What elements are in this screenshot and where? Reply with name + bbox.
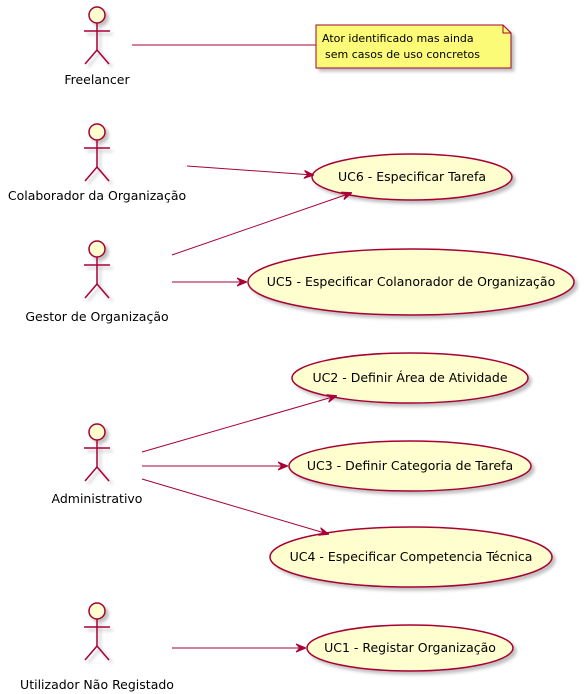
association-administrativo-uc4 bbox=[141, 478, 328, 534]
actor-label: Administrativo bbox=[52, 491, 143, 506]
actor-colaborador: Colaborador da Organização bbox=[8, 123, 186, 203]
note-line-2: sem casos de uso concretos bbox=[325, 48, 480, 61]
usecase-label: UC4 - Especificar Competencia Técnica bbox=[290, 549, 533, 564]
usecase-ellipse bbox=[269, 526, 553, 588]
usecase-uc5: UC5 - Especificar Colanorador de Organiz… bbox=[247, 248, 575, 316]
association-administrativo-uc2 bbox=[141, 396, 336, 453]
usecase-label: UC3 - Definir Categoria de Tarefa bbox=[307, 458, 513, 473]
association-gestor-uc6 bbox=[171, 193, 351, 256]
note: Ator identificado mas ainda sem casos de… bbox=[132, 24, 512, 69]
usecase-uc2: UC2 - Definir Área de Atividade bbox=[291, 352, 529, 404]
note-fold bbox=[502, 25, 511, 34]
usecase-ellipse bbox=[288, 440, 532, 492]
usecase-uc1: UC1 - Registar Organização bbox=[306, 624, 514, 672]
actor-freelancer: Freelancer bbox=[64, 6, 130, 87]
usecase-ellipse bbox=[247, 248, 575, 316]
note-box bbox=[315, 24, 512, 69]
actor-administrativo: Administrativo bbox=[52, 423, 143, 506]
actor-label: Colaborador da Organização bbox=[8, 188, 186, 203]
usecase-ellipse bbox=[291, 352, 529, 404]
usecase-uc3: UC3 - Definir Categoria de Tarefa bbox=[288, 440, 532, 492]
stick-figure-icon bbox=[84, 6, 110, 65]
usecase-label: UC6 - Especificar Tarefa bbox=[338, 169, 486, 184]
usecase-label: UC1 - Registar Organização bbox=[324, 640, 496, 655]
note-line-1: Ator identificado mas ainda bbox=[322, 32, 474, 45]
usecase-ellipse bbox=[306, 624, 514, 672]
actor-label: Gestor de Organização bbox=[25, 309, 168, 324]
stick-figure-icon bbox=[84, 602, 110, 661]
usecase-uc6: UC6 - Especificar Tarefa bbox=[311, 153, 513, 201]
actor-utilizador: Utilizador Não Registado bbox=[20, 602, 174, 692]
stick-figure-icon bbox=[84, 240, 110, 299]
actor-label: Freelancer bbox=[64, 72, 130, 87]
actor-label: Utilizador Não Registado bbox=[20, 677, 174, 692]
associations bbox=[141, 165, 351, 648]
usecase-label: UC2 - Definir Área de Atividade bbox=[312, 370, 507, 385]
actor-gestor: Gestor de Organização bbox=[25, 240, 169, 324]
stick-figure-icon bbox=[84, 123, 110, 182]
stick-figure-icon bbox=[84, 423, 110, 482]
usecase-uc4: UC4 - Especificar Competencia Técnica bbox=[269, 526, 553, 588]
usecase-label: UC5 - Especificar Colanorador de Organiz… bbox=[267, 274, 556, 289]
association-colaborador-uc6 bbox=[186, 165, 313, 175]
